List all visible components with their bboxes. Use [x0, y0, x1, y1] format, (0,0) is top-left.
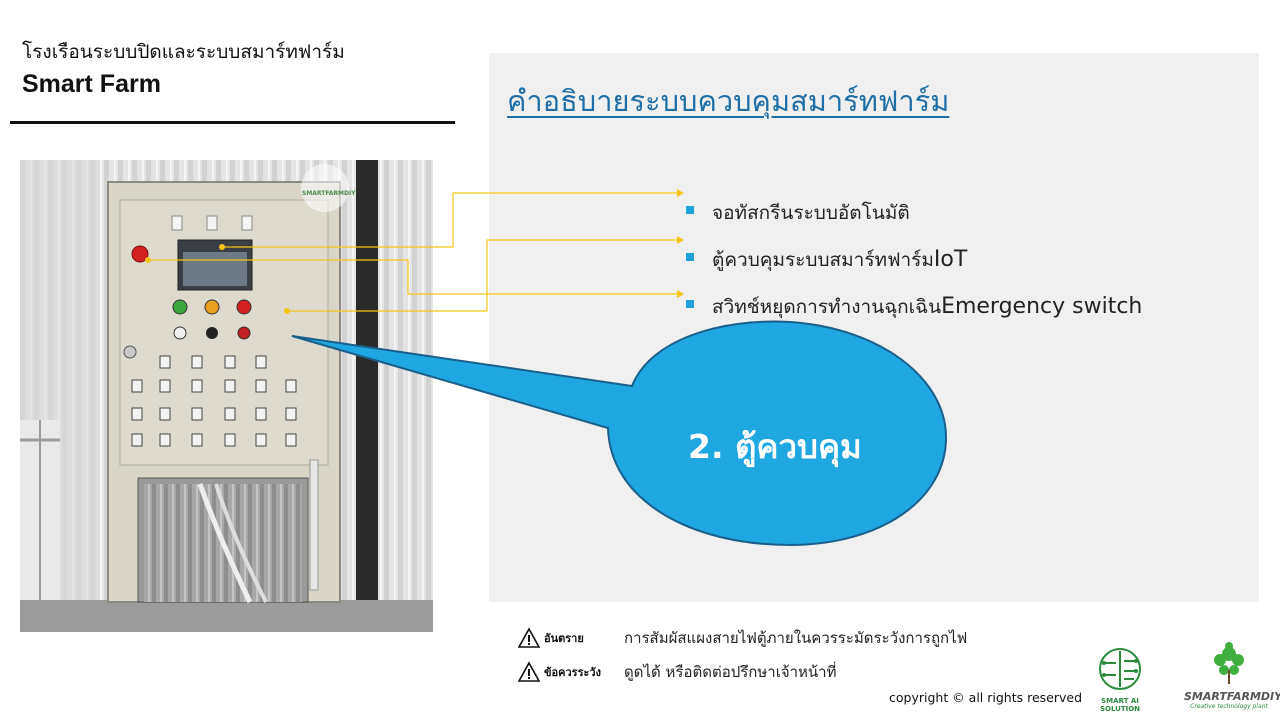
list-item-text: สวิทช์หยุดการทำงานฉุกเฉิน — [712, 295, 942, 318]
warning-triangle-icon — [518, 627, 540, 648]
list-item-text: จอทัสกรีนระบบอัตโนมัติ — [712, 201, 910, 224]
control-cabinet-photo: SMARTFARMDIY — [20, 160, 433, 632]
watermark-text: SMARTFARMDIY — [302, 190, 356, 197]
list-item: จอทัสกรีนระบบอัตโนมัติ — [686, 189, 1142, 236]
bullet-square-icon — [686, 206, 694, 214]
warning-label: อันตราย — [544, 632, 584, 645]
brain-circuit-icon — [1099, 648, 1141, 690]
plant-tree-icon — [1214, 642, 1244, 684]
panel-heading: คำอธิบายระบบควบคุมสมาร์ทฟาร์ม — [507, 84, 950, 118]
bullet-square-icon — [686, 253, 694, 261]
warning-text: การสัมผัสแผงสายไฟตู้ภายในควรระมัดระวังกา… — [624, 629, 968, 647]
copyright-text: copyright © all rights reserved — [889, 690, 1083, 705]
logo-caption: SMART AI SOLUTION — [1099, 697, 1141, 713]
smart-ai-logo: SMART AI SOLUTION — [1090, 645, 1150, 713]
warning-label: ข้อควรระวัง — [544, 666, 601, 679]
page-title: Smart Farm — [22, 70, 161, 98]
warning-danger: อันตราย การสัมผัสแผงสายไฟตู้ภายในควรระมั… — [518, 626, 967, 650]
list-item-text-en: IoT — [933, 247, 968, 272]
list-item-text: ตู้ควบคุมระบบสมาร์ทฟาร์ม — [712, 248, 934, 271]
title-underline — [10, 121, 455, 124]
list-item: สวิทช์หยุดการทำงานฉุกเฉิน Emergency swit… — [686, 283, 1142, 330]
callout-label: 2. ตู้ควบคุม — [688, 427, 862, 466]
warning-text: ดูดได้ หรือติดต่อปรึกษาเจ้าหน้าที่ — [624, 663, 837, 681]
list-item: ตู้ควบคุมระบบสมาร์ทฟาร์ม IoT — [686, 236, 1142, 283]
list-item-text-en: Emergency switch — [941, 294, 1143, 319]
page-subtitle: โรงเรือนระบบปิดและระบบสมาร์ทฟาร์ม — [22, 41, 345, 63]
logo-tagline: Creative technology plant — [1190, 703, 1268, 710]
bullet-square-icon — [686, 300, 694, 308]
logo-name: SMARTFARMDIY — [1184, 690, 1280, 703]
warning-caution: ข้อควรระวัง ดูดได้ หรือติดต่อปรึกษาเจ้าห… — [518, 660, 836, 684]
component-list: จอทัสกรีนระบบอัตโนมัติ ตู้ควบคุมระบบสมาร… — [686, 189, 1142, 330]
smartfarmdiy-logo: SMARTFARMDIY Creative technology plant — [1184, 640, 1280, 710]
warning-triangle-icon — [518, 661, 540, 682]
